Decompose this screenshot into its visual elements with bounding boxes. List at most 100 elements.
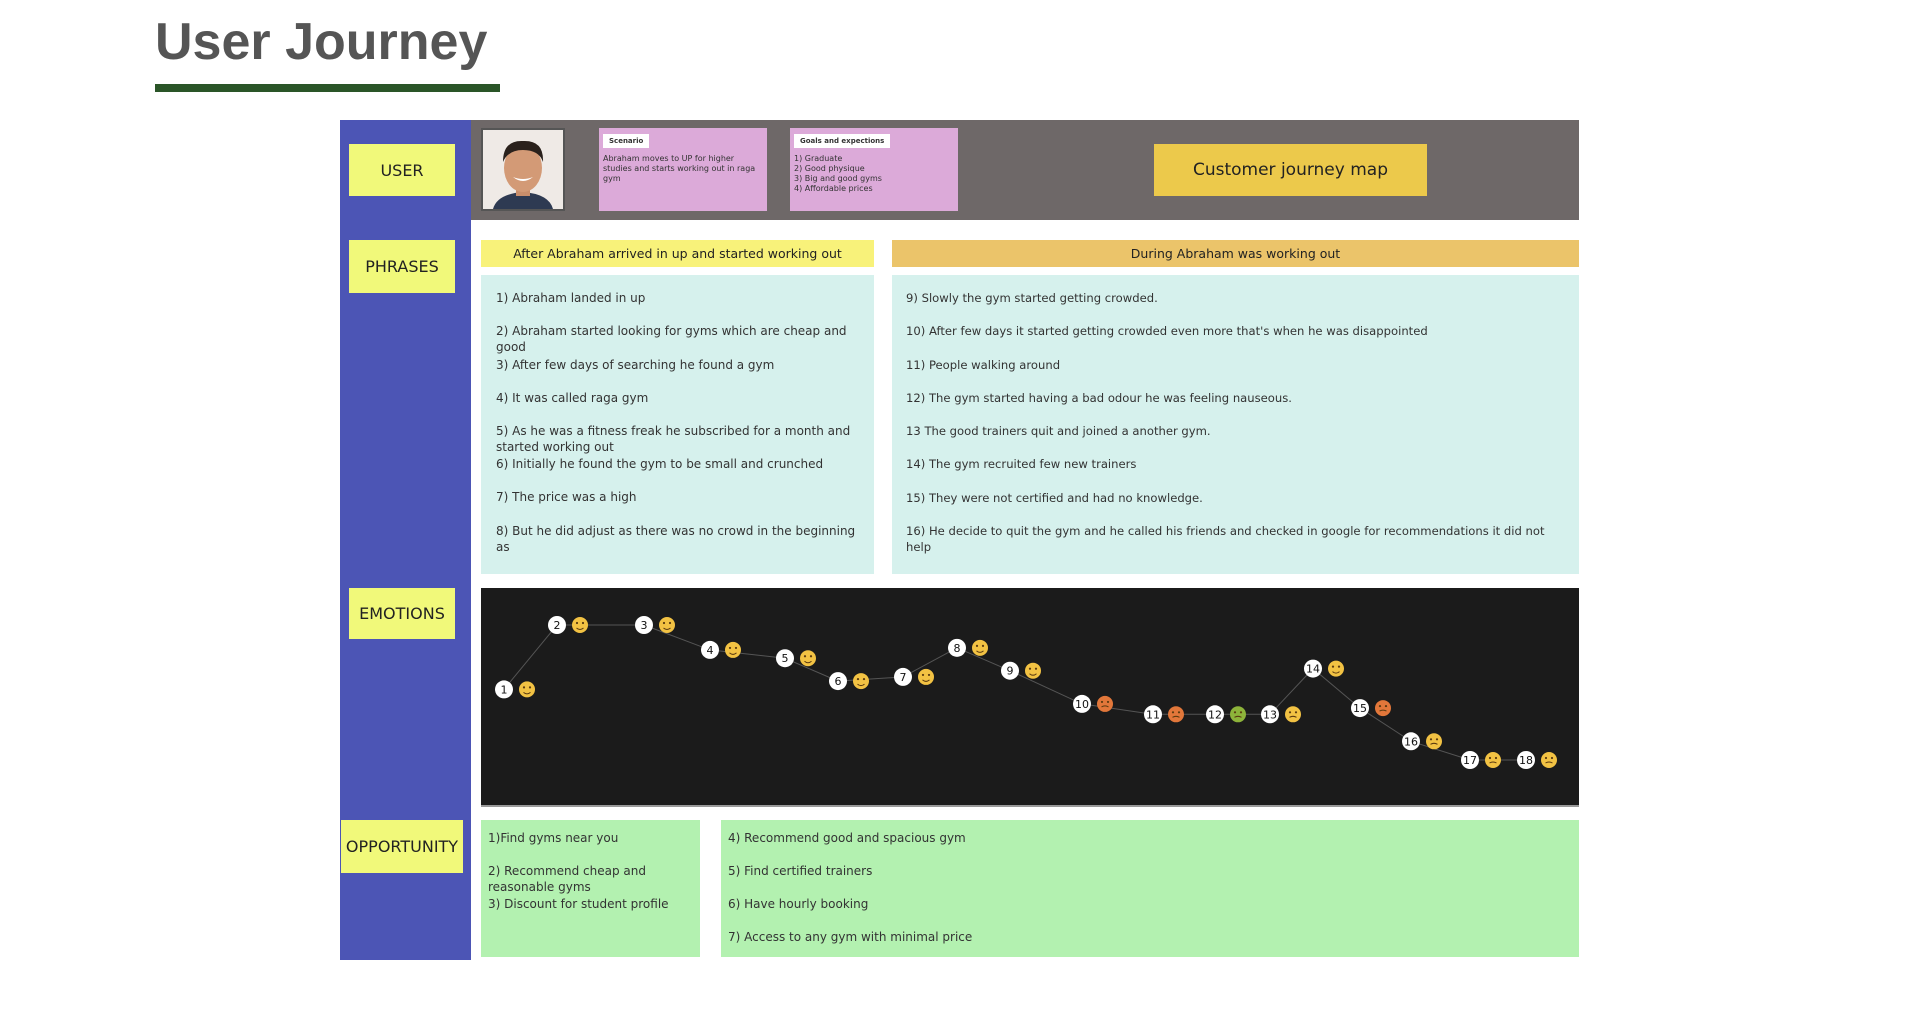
grinning-face-icon [1328, 660, 1344, 677]
phrase-item: 8) But he did adjust as there was no cro… [496, 523, 856, 554]
goal-item: 4) Affordable prices [794, 184, 873, 193]
phrase-item: 13 The good trainers quit and joined a a… [906, 424, 1211, 439]
phrase-item: 11) People walking around [906, 357, 1061, 372]
nauseated-face-icon [1230, 706, 1246, 723]
emotion-step-number: 7 [900, 671, 907, 684]
emotion-step-number: 1 [501, 683, 508, 696]
emotion-point: 14 [1304, 659, 1344, 678]
phrases-panel-1: 1) Abraham landed in up 2) Abraham start… [481, 275, 874, 574]
scenario-tag: Scenario [603, 134, 650, 148]
phrase-item: 15) They were not certified and had no k… [906, 490, 1203, 505]
emotion-point: 5 [776, 649, 816, 668]
emotion-step-marker [776, 649, 794, 668]
emotion-step-marker [1461, 751, 1479, 769]
phase-header-1: After Abraham arrived in up and started … [481, 240, 874, 267]
emotion-step-marker [1206, 705, 1224, 724]
emotion-step-number: 9 [1007, 665, 1014, 678]
emotion-step-marker [1073, 694, 1091, 713]
smiling-face-icon [800, 650, 816, 667]
emotion-point: 16 [1402, 732, 1442, 751]
emotion-step-number: 18 [1519, 754, 1533, 767]
grinning-face-icon [659, 617, 675, 633]
emotion-point: 3 [635, 616, 675, 634]
worried-face-icon [1426, 733, 1442, 750]
emotion-step-marker [1351, 699, 1369, 718]
phrase-item: 2) Abraham started looking for gyms whic… [496, 324, 847, 355]
phrase-item: 4) It was called raga gym [496, 390, 649, 405]
tired-face-icon [1541, 752, 1557, 768]
emotion-point: 17 [1461, 751, 1501, 769]
emotion-step-number: 10 [1075, 698, 1089, 711]
goal-item: 2) Good physique [794, 164, 865, 173]
phrase-item: 9) Slowly the gym started getting crowde… [906, 291, 1158, 305]
party-face-icon [725, 641, 741, 658]
angry-face-icon [1168, 706, 1184, 723]
phrase-item: 14) The gym recruited few new trainers [906, 457, 1137, 472]
emotion-step-marker [1517, 751, 1535, 769]
opportunity-item: 4) Recommend good and spacious gym [728, 831, 966, 845]
emotion-point: 18 [1517, 751, 1557, 769]
emotion-step-marker [894, 667, 912, 686]
emotion-point: 10 [1073, 694, 1113, 713]
angry-face-icon [1375, 700, 1391, 717]
emotion-point: 12 [1206, 705, 1246, 724]
label-opportunity: OPPORTUNITY [341, 820, 463, 873]
emotion-step-number: 12 [1208, 708, 1222, 721]
emotion-step-number: 2 [554, 619, 561, 632]
opportunity-item: 2) Recommend cheap and reasonable gyms [488, 864, 646, 894]
opportunity-item: 6) Have hourly booking [728, 897, 869, 911]
worried-face-icon [853, 673, 869, 690]
phrase-item: 6) Initially he found the gym to be smal… [496, 457, 824, 472]
phrase-item: 16) He decide to quit the gym and he cal… [906, 524, 1545, 555]
emotion-point: 11 [1144, 705, 1184, 724]
emotion-curve-panel: 1 2 3 4 5 6 7 8 9 10 11 12 13 1 [481, 588, 1579, 807]
emotion-point: 7 [894, 667, 934, 686]
label-phrases: PHRASES [349, 240, 455, 293]
emotion-step-number: 8 [954, 642, 961, 655]
page-title: User Journey [155, 13, 488, 71]
emotion-step-number: 14 [1306, 663, 1320, 676]
phrases-panel-2: 9) Slowly the gym started getting crowde… [892, 275, 1579, 574]
goal-item: 3) Big and good gyms [794, 174, 882, 183]
emotion-point: 6 [829, 672, 869, 691]
phase-header-2: During Abraham was working out [892, 240, 1579, 267]
emotion-point: 9 [1001, 661, 1041, 680]
emotion-step-number: 16 [1404, 735, 1418, 748]
label-user: USER [349, 144, 455, 196]
frowning-face-icon [918, 668, 934, 685]
emotion-step-marker [1001, 661, 1019, 680]
scenario-text: Abraham moves to UP for higher studies a… [603, 154, 756, 183]
emotion-step-marker [829, 672, 847, 691]
emotion-step-number: 5 [782, 652, 789, 665]
opportunity-panel-2: 4) Recommend good and spacious gym 5) Fi… [721, 820, 1579, 957]
emotion-step-marker [701, 640, 719, 659]
label-emotions: EMOTIONS [349, 588, 455, 639]
phrase-item: 10) After few days it started getting cr… [906, 324, 1428, 339]
opportunity-panel-1: 1)Find gyms near you 2) Recommend cheap … [481, 820, 700, 957]
angry-face-icon [1097, 695, 1113, 712]
phrase-item: 7) The price was a high [496, 490, 637, 505]
emotion-point: 1 [495, 680, 535, 699]
emotion-step-number: 13 [1263, 708, 1277, 721]
emotion-step-marker [1304, 659, 1322, 678]
grinning-face-icon [519, 681, 535, 698]
phrase-item: 5) As he was a fitness freak he subscrib… [496, 424, 851, 455]
goals-sticky: Goals and expections 1) Graduate 2) Good… [790, 128, 958, 211]
emotion-point: 2 [548, 616, 588, 634]
grinning-face-icon [572, 617, 588, 633]
title-underline [155, 84, 500, 92]
opportunity-item: 7) Access to any gym with minimal price [728, 930, 973, 944]
emotion-curve: 1 2 3 4 5 6 7 8 9 10 11 12 13 1 [495, 616, 1557, 769]
phrase-item: 12) The gym started having a bad odour h… [906, 390, 1292, 405]
customer-journey-map-button[interactable]: Customer journey map [1154, 144, 1427, 196]
user-avatar [481, 128, 565, 211]
emotion-step-marker [495, 680, 513, 699]
emotion-line [503, 624, 1526, 761]
scenario-sticky: Scenario Abraham moves to UP for higher … [599, 128, 767, 211]
emotion-step-marker [635, 616, 653, 634]
phrase-item: 1) Abraham landed in up [496, 291, 646, 305]
emotion-step-marker [1144, 705, 1162, 724]
emotion-point: 8 [948, 638, 988, 657]
goal-item: 1) Graduate [794, 154, 843, 163]
emotion-step-marker [548, 616, 566, 634]
